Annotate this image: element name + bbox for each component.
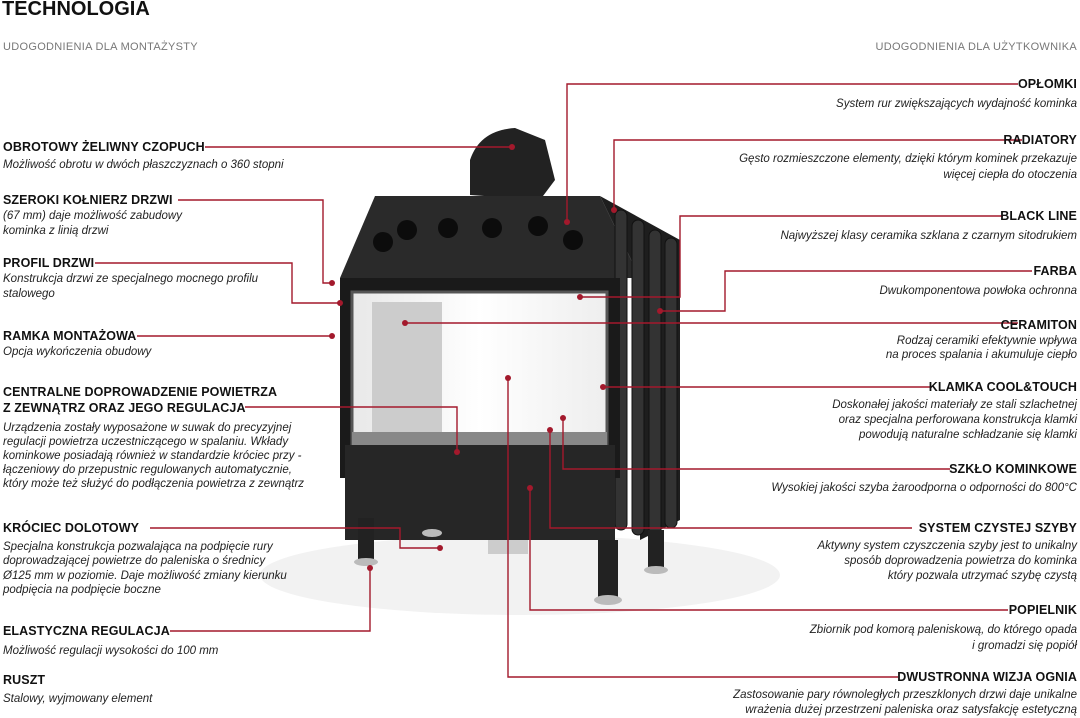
label-klamka-desc: oraz specjalna perforowana konstrukcja k…	[838, 414, 1077, 426]
label-system-desc: który pozwala utrzymać szybę czystą	[887, 570, 1077, 582]
label-ceramiton-desc: na proces spalania i akumuluje ciepło	[885, 349, 1077, 361]
label-oplomki-title: OPŁOMKI	[1017, 77, 1077, 91]
label-farba-title: FARBA	[1033, 264, 1077, 278]
label-wizja-desc: wrażenia dużej przestrzeni paleniska ora…	[745, 704, 1077, 716]
label-krociec-desc: doprowadzającej powietrze do paleniska o…	[3, 555, 266, 567]
label-powietrze-title: CENTRALNE DOPROWADZENIE POWIETRZA	[3, 385, 278, 399]
label-radiatory-desc: więcej ciepła do otoczenia	[943, 169, 1077, 181]
label-system-desc: sposób doprowadzenia powietrza do komink…	[844, 555, 1077, 567]
callout-dots	[329, 144, 663, 571]
label-kolnierz-desc: kominka z linią drzwi	[3, 225, 109, 237]
label-powietrze-desc: regulacji powietrza uczestniczącego w sp…	[3, 436, 289, 448]
label-regulacja-title: ELASTYCZNA REGULACJA	[3, 624, 170, 638]
label-klamka-title: KLAMKA COOL&TOUCH	[928, 380, 1077, 394]
label-kolnierz-title: SZEROKI KOŁNIERZ DRZWI	[3, 193, 173, 207]
label-krociec-desc: Specjalna konstrukcja pozwalająca na pod…	[3, 541, 273, 553]
label-profil-desc: Konstrukcja drzwi ze specjalnego mocnego…	[3, 273, 259, 285]
label-profil-title: PROFIL DRZWI	[3, 256, 95, 270]
label-powietrze-desc: Urządzenia zostały wyposażone w suwak do…	[3, 422, 292, 434]
label-ramka-desc: Opcja wykończenia obudowy	[3, 346, 152, 358]
label-powietrze-desc: łączeniowy do przepustnic regulowanych a…	[3, 464, 292, 476]
label-system-title: SYSTEM CZYSTEJ SZYBY	[918, 521, 1077, 535]
label-farba-desc: Dwukomponentowa powłoka ochronna	[879, 285, 1077, 297]
label-wizja-title: DWUSTRONNA WIZJA OGNIA	[897, 670, 1077, 684]
label-ruszt-title: RUSZT	[3, 673, 46, 687]
label-szklo-desc: Wysokiej jakości szyba żaroodporna o odp…	[771, 482, 1077, 494]
label-system-desc: Aktywny system czyszczenia szyby jest to…	[817, 540, 1077, 552]
label-ruszt-desc: Stalowy, wyjmowany element	[3, 693, 153, 705]
label-powietrze-desc: kominkowe posiadają również w standardzi…	[3, 450, 302, 462]
label-popielnik-desc: i gromadzi się popiół	[972, 640, 1077, 652]
label-powietrze-title: Z ZEWNĄTRZ ORAZ JEGO REGULACJA	[3, 401, 246, 415]
label-wizja-desc: Zastosowanie pary równoległych przeszklo…	[733, 689, 1077, 701]
label-klamka-desc: powodują naturalne schładzanie się klamk…	[859, 429, 1077, 441]
label-popielnik-title: POPIELNIK	[1008, 603, 1077, 617]
label-kolnierz-desc: (67 mm) daje możliwość zabudowy	[3, 210, 182, 222]
label-blackline-desc: Najwyższej klasy ceramika szklana z czar…	[780, 230, 1077, 242]
label-blackline-title: BLACK LINE	[1000, 209, 1077, 223]
label-czopuch-desc: Możliwość obrotu w dwóch płaszczyznach o…	[3, 159, 284, 171]
left-section-header: UDOGODNIENIA DLA MONTAŻYSTY	[3, 41, 198, 53]
label-klamka-desc: Doskonałej jakości materiały ze stali sz…	[832, 399, 1077, 411]
label-radiatory-title: RADIATORY	[1003, 133, 1077, 147]
label-ramka-title: RAMKA MONTAŻOWA	[3, 329, 137, 343]
label-krociec-desc: podpięcia na podpięcie boczne	[3, 584, 161, 596]
label-czopuch-title: OBROTOWY ŻELIWNY CZOPUCH	[3, 140, 205, 154]
label-ceramiton-desc: Rodzaj ceramiki efektywnie wpływa	[896, 335, 1077, 347]
right-section-header: UDOGODNIENIA DLA UŻYTKOWNIKA	[875, 41, 1077, 53]
label-krociec-desc: Ø125 mm w poziomie. Daje możliwość zmian…	[3, 570, 287, 582]
label-oplomki-desc: System rur zwiększających wydajność komi…	[836, 98, 1077, 110]
label-popielnik-desc: Zbiornik pod komorą paleniskową, do któr…	[809, 624, 1077, 636]
label-szklo-title: SZKŁO KOMINKOWE	[949, 462, 1077, 476]
label-regulacja-desc: Możliwość regulacji wysokości do 100 mm	[3, 645, 219, 657]
label-radiatory-desc: Gęsto rozmieszczone elementy, dzięki któ…	[739, 153, 1077, 165]
page-title: TECHNOLOGIA	[2, 0, 150, 20]
label-ceramiton-title: CERAMITON	[1000, 318, 1077, 332]
label-profil-desc: stalowego	[3, 288, 55, 300]
label-powietrze-desc: który może też służyć do podłączenia pow…	[3, 478, 305, 490]
label-krociec-title: KRÓCIEC DOLOTOWY	[3, 521, 140, 535]
callout-lines	[95, 83, 1032, 678]
fireplace-illustration	[260, 128, 780, 615]
